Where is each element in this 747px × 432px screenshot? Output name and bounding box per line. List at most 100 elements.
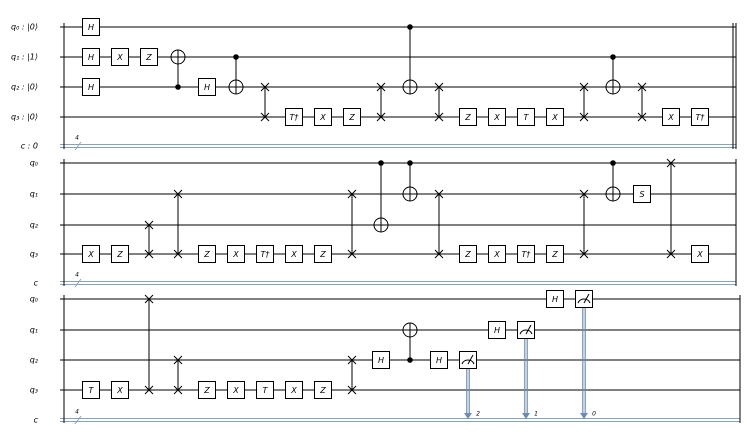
swap-x xyxy=(666,158,676,168)
swap-x xyxy=(579,189,589,199)
gate-h: H xyxy=(372,351,390,369)
meter-arc xyxy=(519,329,533,335)
qubit-label: q₁ : |1⟩ xyxy=(11,53,38,62)
gate-label: T xyxy=(524,113,530,122)
register-size: 4 xyxy=(75,272,79,279)
gate-label: X xyxy=(290,386,297,395)
gate-label: H xyxy=(88,23,94,32)
meter-needle xyxy=(467,354,474,365)
gate-x: X xyxy=(285,245,303,263)
gate-box xyxy=(488,245,506,263)
gate-box xyxy=(227,381,245,399)
register-size-slash xyxy=(74,278,82,288)
swap-gate xyxy=(666,158,676,259)
gate-label: Z xyxy=(551,250,558,259)
gate-box xyxy=(198,381,216,399)
gate-box xyxy=(662,108,680,126)
gate-box xyxy=(256,245,274,263)
swap-gate xyxy=(173,189,183,259)
qubit-label: q₂ xyxy=(30,356,39,365)
measure-gate: 2 xyxy=(459,351,480,419)
gate-box xyxy=(227,245,245,263)
gate-label: Z xyxy=(348,113,355,122)
control-dot xyxy=(407,160,413,166)
swap-x xyxy=(144,249,154,259)
gate-box xyxy=(691,245,709,263)
swap-x xyxy=(173,385,183,395)
gate-z: Z xyxy=(111,245,129,263)
gate-x: X xyxy=(314,108,332,126)
qubit-label: q₂ : |0⟩ xyxy=(11,83,38,92)
gate-label: X xyxy=(319,113,326,122)
cnot-gate xyxy=(373,160,389,233)
measure-bit-index: 0 xyxy=(592,411,596,418)
swap-x xyxy=(579,82,589,92)
swap-x xyxy=(144,294,154,304)
swap-x xyxy=(376,112,386,122)
gate-label: X xyxy=(232,250,239,259)
measure-arrow xyxy=(464,413,472,419)
meter-arc xyxy=(461,359,475,365)
gate-box xyxy=(459,108,477,126)
gate-x: X xyxy=(227,381,245,399)
gate-x: X xyxy=(488,108,506,126)
gate-box xyxy=(256,381,274,399)
gate-box xyxy=(691,108,709,126)
gate-label: H xyxy=(88,53,94,62)
swap-x xyxy=(347,249,357,259)
register-size: 4 xyxy=(75,135,79,142)
gate-label: X xyxy=(116,53,123,62)
gate-label: Z xyxy=(319,386,326,395)
control-dot xyxy=(610,160,616,166)
gate-tdg: T† xyxy=(691,108,709,126)
gate-box xyxy=(111,245,129,263)
swap-x xyxy=(579,249,589,259)
gate-label: Z xyxy=(464,113,471,122)
swap-x xyxy=(347,189,357,199)
gate-box xyxy=(633,185,651,203)
gate-box xyxy=(517,245,535,263)
gate-h: H xyxy=(198,78,216,96)
gate-x: X xyxy=(546,108,564,126)
gate-label: H xyxy=(494,326,500,335)
gate-box xyxy=(488,108,506,126)
control-dot xyxy=(407,24,413,30)
swap-x xyxy=(144,220,154,230)
register-size-slash xyxy=(74,415,82,425)
meter-needle xyxy=(525,324,532,335)
gate-z: Z xyxy=(314,245,332,263)
gate-tdg: T† xyxy=(256,245,274,263)
gate-box xyxy=(82,245,100,263)
gate-label: T xyxy=(263,386,269,395)
qubit-label: q₃ xyxy=(30,250,38,259)
swap-x xyxy=(376,82,386,92)
swap-gate xyxy=(376,82,386,122)
swap-x xyxy=(260,82,270,92)
cnot-gate xyxy=(170,49,186,90)
qubit-label: q₀ xyxy=(30,295,39,304)
gate-label: H xyxy=(204,83,210,92)
swap-gate xyxy=(579,82,589,122)
control-dot xyxy=(175,84,181,90)
swap-x xyxy=(637,112,647,122)
gate-box xyxy=(111,381,129,399)
gate-label: X xyxy=(667,113,674,122)
register-size-slash xyxy=(74,141,82,151)
swap-x xyxy=(434,112,444,122)
gate-box xyxy=(546,290,564,308)
qubit-label: q₃ xyxy=(30,386,38,395)
gate-box xyxy=(198,78,216,96)
gate-box xyxy=(343,108,361,126)
gate-x: X xyxy=(488,245,506,263)
gate-label: T xyxy=(89,386,95,395)
swap-gate xyxy=(144,294,154,395)
gate-h: H xyxy=(488,321,506,339)
gate-label: X xyxy=(116,386,123,395)
classical-register-label: c : 0 xyxy=(21,142,38,151)
gate-x: X xyxy=(285,381,303,399)
gate-box xyxy=(314,245,332,263)
swap-gate xyxy=(347,189,357,259)
gate-box xyxy=(111,48,129,66)
